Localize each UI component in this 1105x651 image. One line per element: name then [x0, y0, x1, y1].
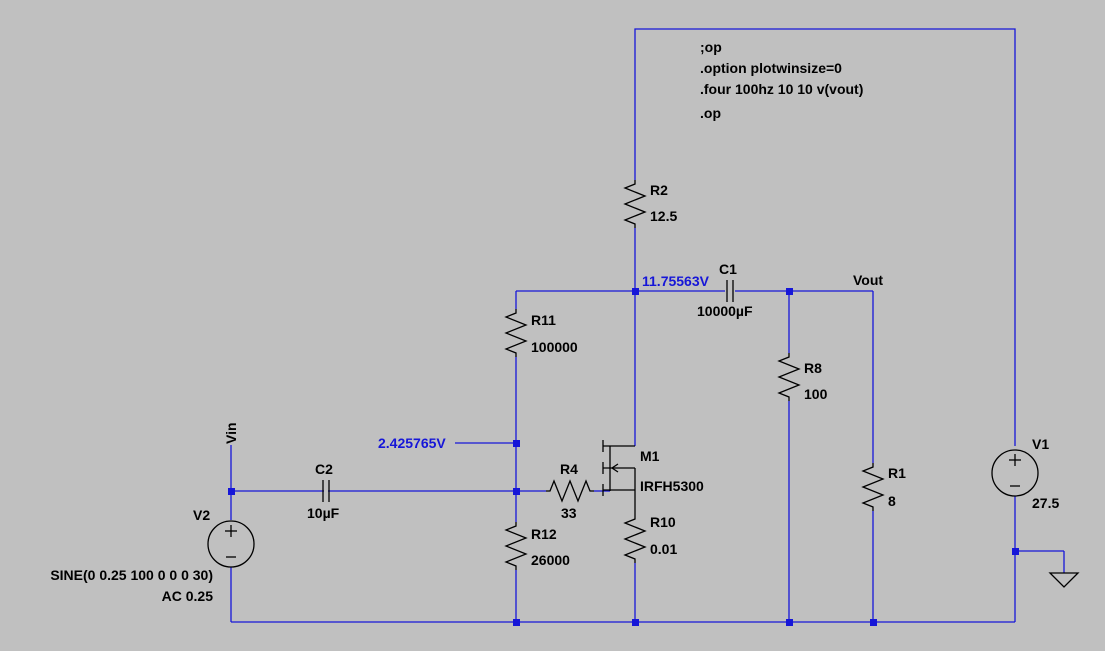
junction-dot	[786, 619, 793, 626]
r4-name: R4	[560, 461, 578, 477]
v1-value: 27.5	[1032, 495, 1059, 511]
directive-option: .option plotwinsize=0	[700, 60, 842, 76]
drain-voltage-label: 11.75563V	[642, 273, 710, 289]
r1-value: 8	[888, 493, 896, 509]
directive-op-comment: ;op	[700, 39, 722, 55]
c1-name: C1	[719, 261, 737, 277]
m1-name: M1	[640, 448, 660, 464]
v2-value: SINE(0 0.25 100 0 0 0 30)	[50, 567, 213, 583]
r11-name: R11	[531, 312, 556, 328]
r10-name: R10	[650, 514, 676, 530]
r2-value: 12.5	[650, 208, 677, 224]
r11-value: 100000	[531, 339, 578, 355]
v1-voltage-source[interactable]	[991, 449, 1039, 497]
junction-dot	[870, 619, 877, 626]
r4-resistor[interactable]	[546, 479, 594, 503]
r8-name: R8	[804, 360, 822, 376]
r12-name: R12	[531, 526, 557, 542]
r12-resistor[interactable]	[504, 522, 528, 570]
r8-value: 100	[804, 386, 828, 402]
c1-capacitor[interactable]	[726, 280, 734, 302]
vout-net-label: Vout	[853, 272, 883, 288]
r2-name: R2	[650, 182, 668, 198]
r1-name: R1	[888, 465, 906, 481]
c2-capacitor[interactable]	[322, 480, 330, 502]
junction-dot	[513, 440, 520, 447]
r11-resistor[interactable]	[504, 309, 528, 357]
directive-op: .op	[700, 105, 721, 121]
junction-dot	[632, 619, 639, 626]
c1-value: 10000µF	[697, 303, 753, 319]
v2-ac-value: AC 0.25	[162, 588, 214, 604]
junction-dot	[786, 288, 793, 295]
r1-resistor[interactable]	[861, 463, 885, 511]
r10-value: 0.01	[650, 541, 677, 557]
m1-value: IRFH5300	[640, 478, 704, 494]
wires	[230, 28, 1065, 623]
v2-voltage-source[interactable]	[207, 520, 255, 568]
ground-symbol	[1048, 572, 1080, 588]
junction-dot	[632, 288, 639, 295]
v2-name: V2	[193, 507, 210, 523]
junction-dot	[513, 488, 520, 495]
junctions	[228, 288, 1019, 626]
spice-directives[interactable]: ;op .option plotwinsize=0 .four 100hz 10…	[700, 39, 863, 121]
v1-name: V1	[1032, 436, 1049, 452]
c2-value: 10µF	[307, 505, 340, 521]
bias-voltage-label: 2.425765V	[378, 435, 446, 451]
r10-resistor[interactable]	[623, 515, 647, 563]
r12-value: 26000	[531, 552, 570, 568]
junction-dot	[513, 619, 520, 626]
r4-value: 33	[561, 505, 577, 521]
c2-name: C2	[315, 461, 333, 477]
m1-mosfet[interactable]	[602, 440, 636, 515]
junction-dot	[1012, 548, 1019, 555]
directive-four: .four 100hz 10 10 v(vout)	[700, 81, 863, 97]
r8-resistor[interactable]	[777, 353, 801, 401]
supply-wire	[634, 28, 1016, 446]
junction-dot	[228, 488, 235, 495]
vin-net-label: Vin	[223, 422, 239, 444]
r2-resistor[interactable]	[623, 180, 647, 228]
